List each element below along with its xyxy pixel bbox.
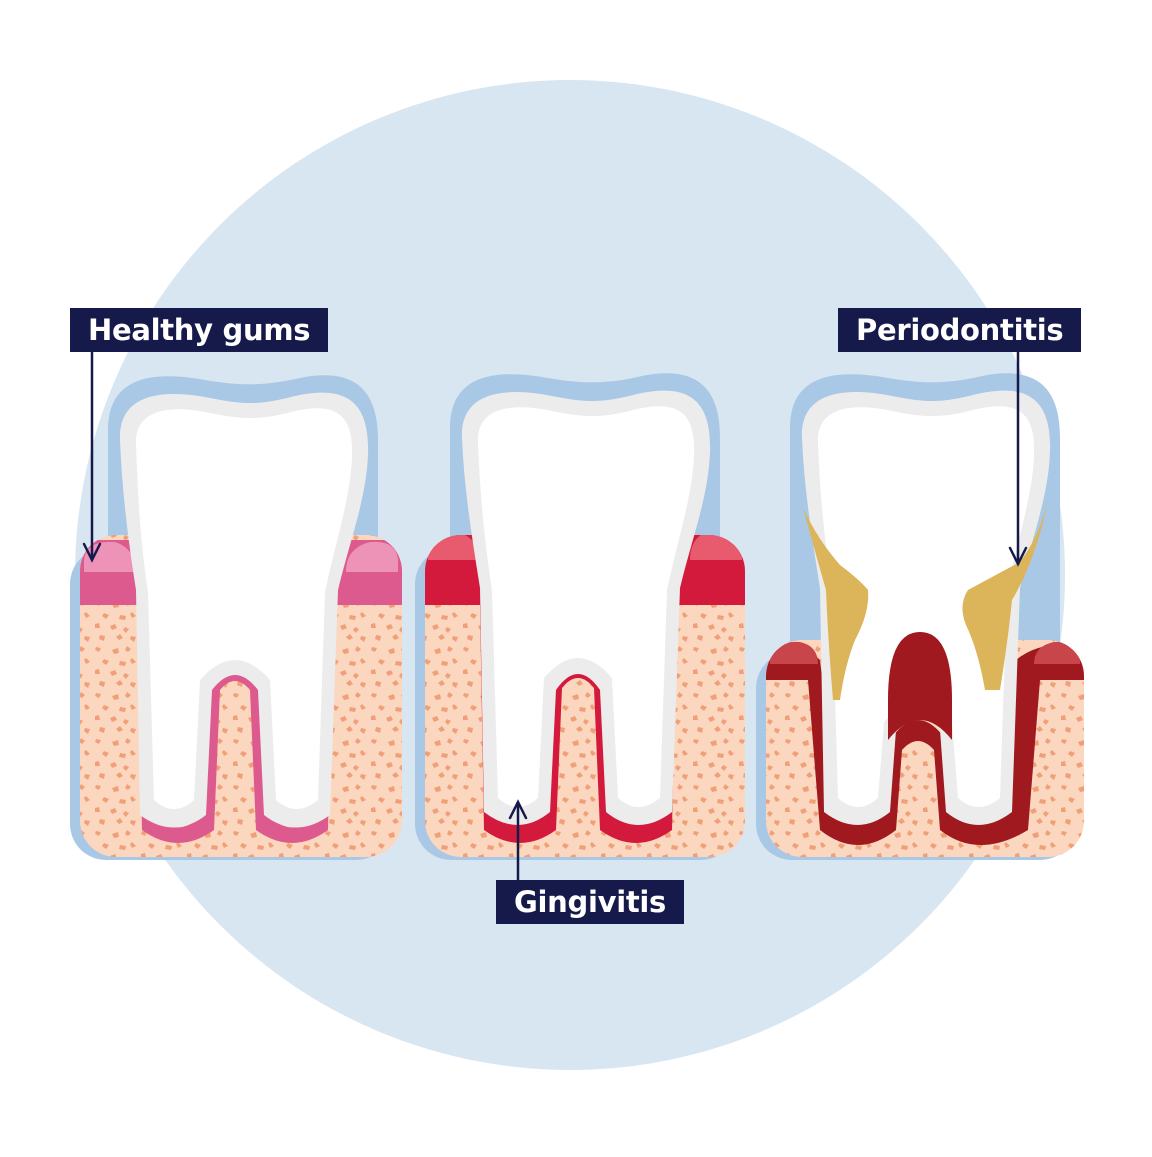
tartar-right (962, 500, 1048, 690)
tooth-crown (135, 408, 353, 809)
infected-pulp (888, 632, 952, 740)
tooth-healthy (70, 375, 402, 860)
arrow-gingivitis (508, 799, 528, 882)
tooth-gingivitis (415, 373, 745, 860)
label-gingivitis: Gingivitis (496, 880, 684, 924)
label-periodontitis: Periodontitis (838, 308, 1082, 352)
tartar-left (803, 508, 869, 700)
tooth-periodontitis (756, 373, 1084, 860)
tooth-crown (817, 406, 1035, 807)
label-healthy-gums: Healthy gums (70, 308, 329, 352)
tooth-crown (477, 406, 695, 807)
gum-tip (346, 541, 398, 572)
gum-tip (1034, 641, 1080, 664)
gum-tip (770, 641, 818, 664)
arrow-periodontitis (1008, 350, 1028, 567)
arrow-healthy (82, 350, 102, 563)
